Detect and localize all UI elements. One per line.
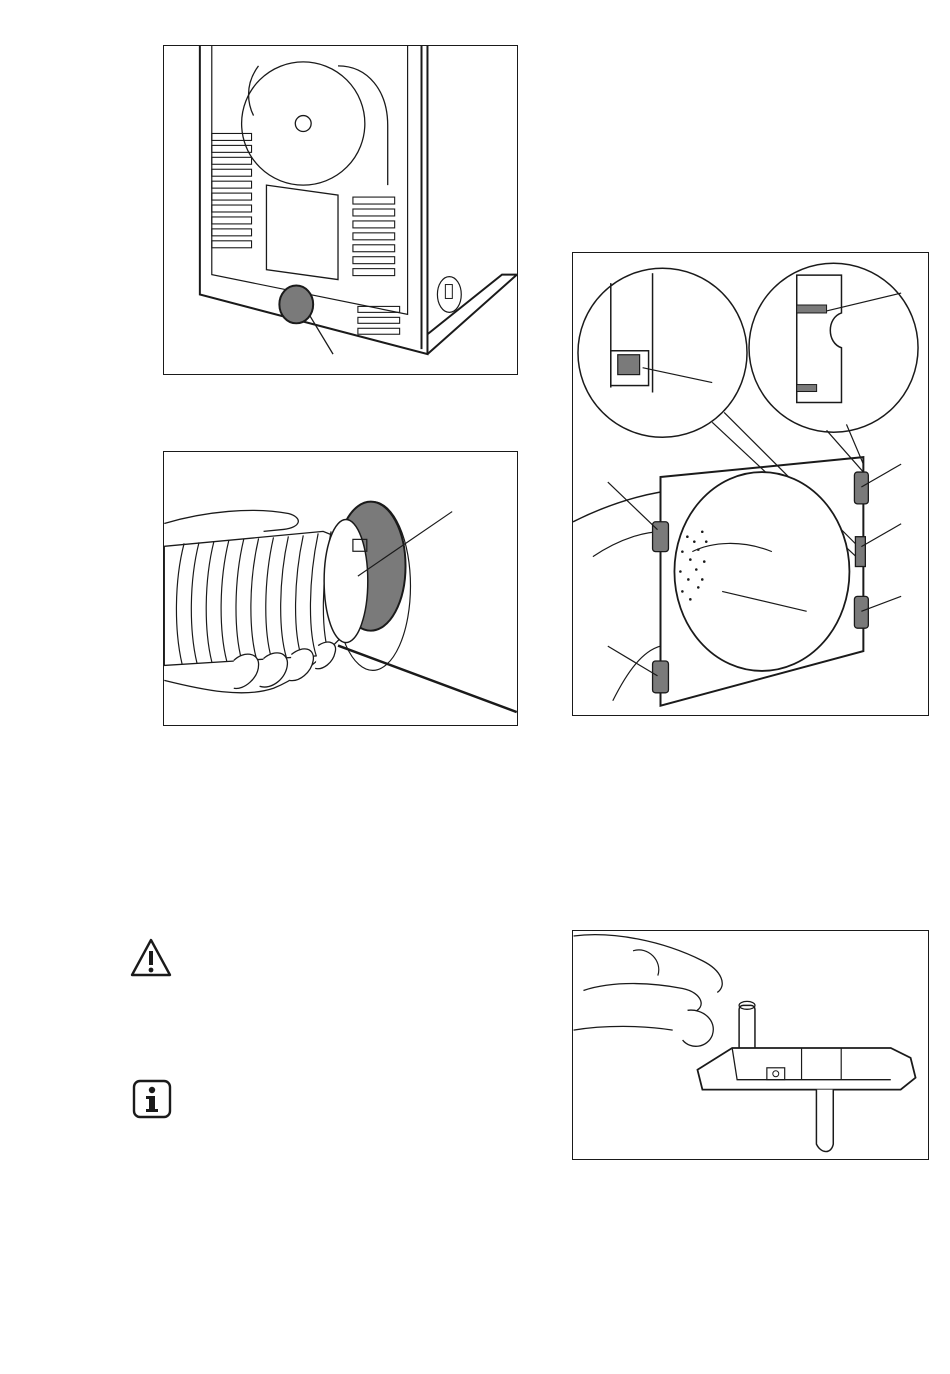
figure-hose-attach (163, 451, 518, 726)
figure-door-catch (572, 930, 929, 1160)
warning-triangle-icon (130, 937, 172, 979)
figure-dryer-rear (163, 45, 518, 375)
door-hinge-reversal-illustration (573, 253, 928, 715)
dryer-back-vent-illustration (164, 46, 517, 374)
vent-hose-attachment-illustration (164, 452, 517, 725)
figure-door-hinge-reversal (572, 252, 929, 716)
door-catch-part-illustration (573, 931, 928, 1159)
info-icon (132, 1079, 172, 1119)
